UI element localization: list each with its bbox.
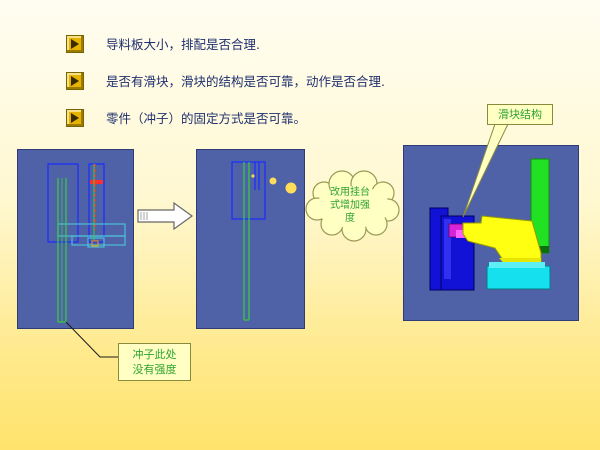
bullet-text: 是否有滑块，滑块的结构是否可靠，动作是否合理. <box>106 74 385 89</box>
bullet-text: 导料板大小，排配是否合理. <box>106 37 260 52</box>
bullet-item-1: 导料板大小，排配是否合理. <box>66 34 260 53</box>
bullet-text: 零件（冲子）的固定方式是否可靠。 <box>106 111 307 126</box>
punch-weak-callout: 冲子此处 没有强度 <box>118 343 191 381</box>
punch-weak-line: 冲子此处 <box>132 348 177 361</box>
slider-3d-view <box>403 145 579 321</box>
slider-structure-callout: 滑块结构 <box>487 104 553 125</box>
cloud-callout-text: 改用挂台 式增加强 度 <box>318 186 382 225</box>
play-triangle-icon <box>66 34 84 53</box>
cloud-text-line: 式增加强 <box>330 200 370 211</box>
play-triangle-icon <box>66 108 84 127</box>
punch-weak-line: 没有强度 <box>132 363 177 376</box>
cloud-text-line: 度 <box>345 213 355 224</box>
modified-punch-drawing <box>196 149 305 329</box>
slider-structure-label: 滑块结构 <box>498 108 542 121</box>
original-punch-drawing <box>17 149 134 329</box>
bullet-item-3: 零件（冲子）的固定方式是否可靠。 <box>66 108 306 127</box>
bullet-item-2: 是否有滑块，滑块的结构是否可靠，动作是否合理. <box>66 71 385 90</box>
play-triangle-icon <box>66 71 84 90</box>
cloud-text-line: 改用挂台 <box>330 187 370 198</box>
